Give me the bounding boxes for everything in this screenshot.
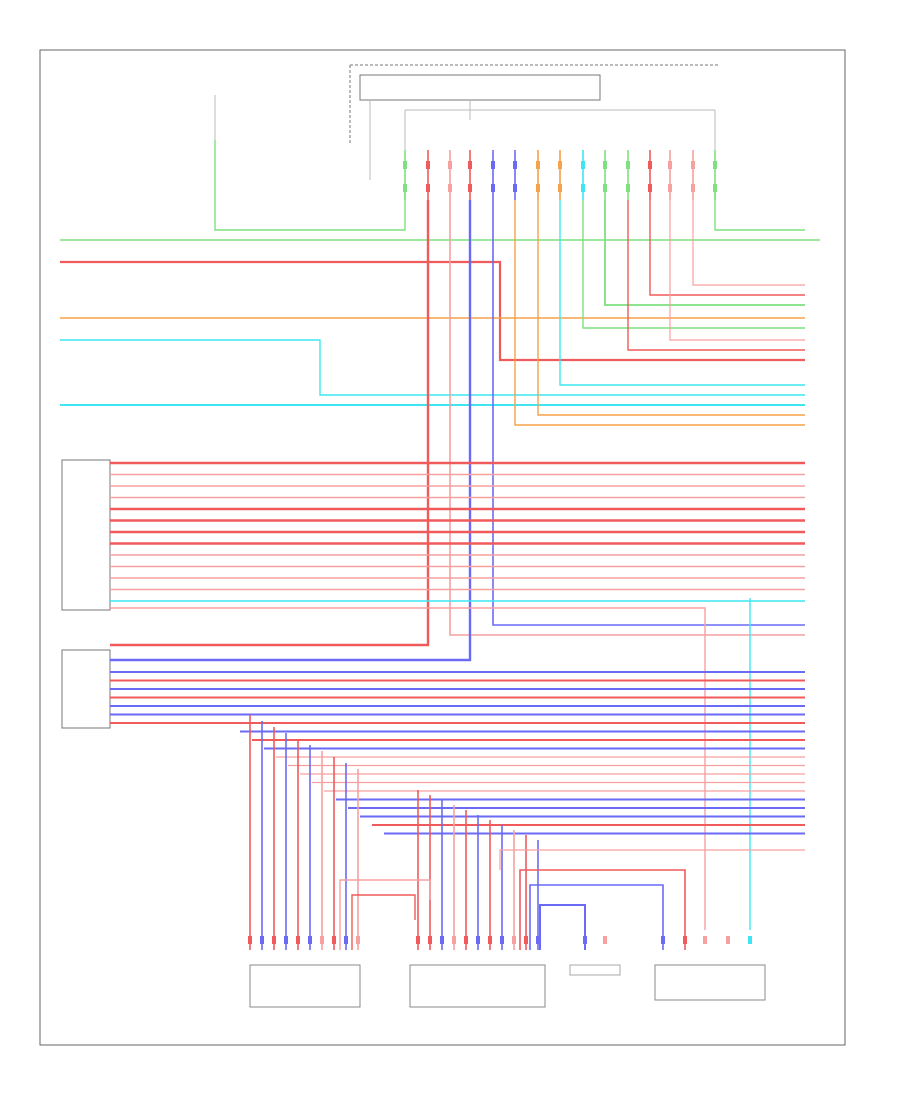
connector-pin [691, 184, 695, 192]
connector-pin [491, 184, 495, 192]
connector-pin [703, 936, 707, 944]
connector-pin [513, 161, 517, 169]
connector-pin [320, 936, 324, 944]
connector-pin [558, 184, 562, 192]
pin-group [248, 161, 752, 944]
wire-loop [339, 879, 431, 950]
wire-trunk-pink [449, 200, 805, 636]
connector-pin [448, 161, 452, 169]
connector-pin [464, 936, 468, 944]
connector-pin [272, 936, 276, 944]
connector-pin [683, 936, 687, 944]
connector-pin [428, 936, 432, 944]
control-unit-box [349, 64, 720, 145]
connector-pin [468, 184, 472, 192]
connector-pin [248, 936, 252, 944]
connector-pin [513, 184, 517, 192]
connector-pin [344, 936, 348, 944]
connector-pin [558, 161, 562, 169]
wire-group [60, 95, 820, 950]
connector-pin [476, 936, 480, 944]
connector-pin [403, 184, 407, 192]
connector-pin [448, 184, 452, 192]
wire-bus-red [60, 260, 805, 362]
connector-pin [524, 936, 528, 944]
connector-pin [356, 936, 360, 944]
connector-pin [748, 936, 752, 944]
connector-pin [668, 161, 672, 169]
connector-pin [583, 936, 587, 944]
wire-trunk-blue [110, 200, 472, 662]
connector-pin [626, 184, 630, 192]
connector-pin [426, 184, 430, 192]
connector-pin [488, 936, 492, 944]
connector-pin [581, 184, 585, 192]
bottom-component-2 [409, 964, 546, 1008]
connector-pin [440, 936, 444, 944]
wire-pink [669, 200, 805, 341]
connector-pin [403, 161, 407, 169]
connector-pin [626, 161, 630, 169]
wire-bus-cyan [60, 339, 805, 396]
diagram-frame [39, 49, 846, 1046]
connector-pin [536, 936, 540, 944]
left-connector-block-1 [61, 459, 111, 611]
wire-green [214, 140, 406, 231]
connector-pin [332, 936, 336, 944]
wire-green [604, 200, 805, 306]
connector-pin [426, 161, 430, 169]
connector-pin [536, 184, 540, 192]
wire-trunk-red [110, 200, 430, 647]
wire-orange [537, 200, 805, 416]
connector-pin [603, 936, 607, 944]
wire-pink [692, 200, 805, 286]
wire-loop [529, 884, 664, 950]
connector-pin [726, 936, 730, 944]
bottom-component-3 [569, 964, 621, 976]
connector-pin [581, 161, 585, 169]
connector-pin [260, 936, 264, 944]
wire-red [649, 200, 805, 296]
wire-orange [514, 200, 805, 426]
connector-pin [468, 161, 472, 169]
wire-loop [351, 894, 416, 950]
connector-pin [668, 184, 672, 192]
connector-pin [691, 161, 695, 169]
connector-pin [296, 936, 300, 944]
connector-pin [500, 936, 504, 944]
connector-pin [491, 161, 495, 169]
connector-pin [713, 161, 717, 169]
connector-pin [512, 936, 516, 944]
connector-pin [603, 184, 607, 192]
connector-pin [648, 184, 652, 192]
connector-pin [713, 184, 717, 192]
connector-pin [648, 161, 652, 169]
connector-pin [536, 161, 540, 169]
wire-trunk-blue [492, 200, 805, 626]
wire-pink [110, 607, 706, 930]
connector-pin [284, 936, 288, 944]
wire-green [714, 190, 805, 231]
connector-pin [308, 936, 312, 944]
wire-loop [519, 869, 686, 950]
connector-pin [416, 936, 420, 944]
wire-green [582, 200, 805, 329]
bottom-component-4 [654, 964, 766, 1001]
wire-pink [499, 849, 805, 870]
connector-pin [452, 936, 456, 944]
left-connector-block-2 [61, 649, 111, 729]
connector-pin [661, 936, 665, 944]
bottom-component-1 [249, 964, 361, 1008]
connector-pin [603, 161, 607, 169]
wire-red [627, 200, 805, 351]
wire-loop [539, 904, 586, 950]
wire-cyan [559, 200, 805, 386]
